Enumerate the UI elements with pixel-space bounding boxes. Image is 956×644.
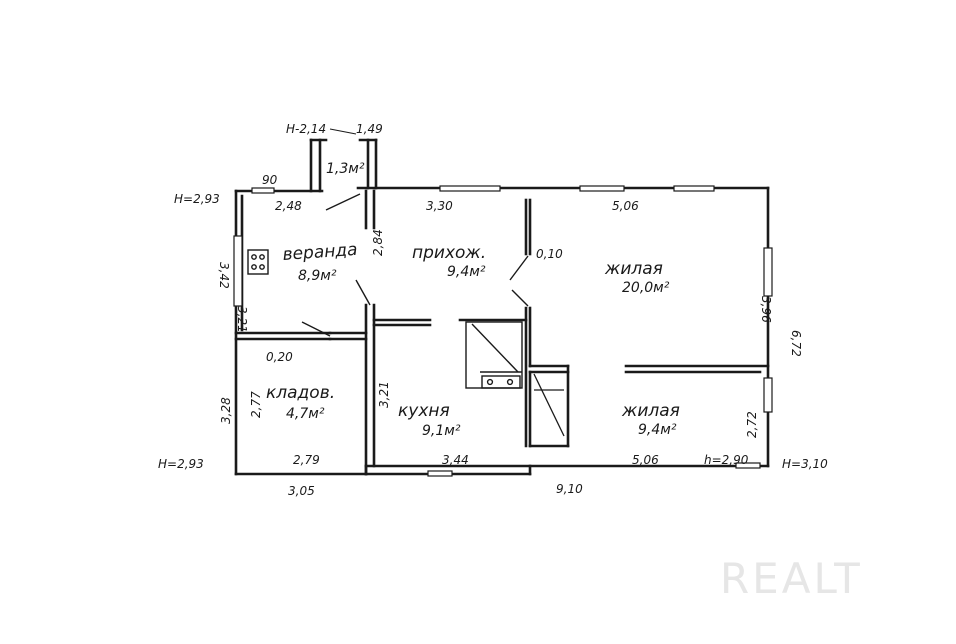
dim-h-inner: h=2,90	[704, 453, 749, 467]
dim-door-left: 90	[262, 173, 278, 187]
dim-porch-width: 1,49	[356, 122, 383, 136]
kitchen-stove-block	[465, 321, 523, 389]
dimension-labels: 1,49 90 2,48 3,42 3,21 3,30 2,84 5,06 0,…	[217, 122, 803, 498]
dim-total-left: 3,05	[288, 484, 315, 498]
height-labels: Н-2,14 Н=2,93 Н=2,93 Н=3,10	[158, 122, 828, 471]
dim-hall-top: 3,30	[426, 199, 453, 213]
dim-storage-height-outer: 3,28	[219, 397, 233, 424]
living-big-name: жилая	[604, 259, 663, 279]
porch-leader	[329, 128, 357, 135]
veranda-area: 8,9м²	[298, 268, 337, 284]
dim-kitchen-height: 3,21	[377, 381, 391, 408]
living-big-area: 20,0м²	[622, 280, 670, 296]
dim-storage-bottom: 2,79	[293, 453, 320, 467]
kitchen-name: кухня	[398, 401, 450, 421]
kitchen-area: 9,1м²	[422, 423, 461, 439]
dim-living-height: 3,96	[759, 296, 773, 323]
dim-living-small-bottom: 5,06	[632, 453, 659, 467]
walls	[234, 138, 770, 476]
living-small-name: жилая	[621, 401, 680, 421]
dim-living-top: 5,06	[612, 199, 639, 213]
windows	[233, 185, 773, 477]
dim-storage-height-inner: 2,77	[249, 391, 263, 418]
dim-veranda-height: 3,42	[217, 262, 231, 289]
living-small-area: 9,4м²	[638, 422, 677, 438]
height-top-left: Н=2,93	[174, 192, 220, 206]
doors	[301, 193, 529, 337]
dim-total-height: 6,72	[789, 330, 803, 357]
hall-area: 9,4м²	[447, 264, 486, 280]
hall-name: прихож.	[412, 243, 486, 263]
veranda-name: веранда	[282, 240, 358, 265]
dim-veranda-height-inner: 3,21	[235, 306, 249, 333]
storage-name: кладов.	[266, 383, 335, 403]
dim-storage-offset: 0,20	[266, 350, 293, 364]
height-bottom-left: Н=2,93	[158, 457, 204, 471]
height-bottom-right: Н=3,10	[782, 457, 828, 471]
storage-area: 4,7м²	[286, 406, 325, 422]
staircase	[533, 373, 565, 437]
watermark-logo: REALT	[720, 554, 863, 603]
dim-kitchen-bottom: 3,44	[442, 453, 469, 467]
dim-total-right: 9,10	[556, 482, 583, 496]
dim-living-small-height: 2,72	[745, 411, 759, 438]
dim-partition: 0,10	[536, 247, 563, 261]
porch-area: 1,3м²	[326, 161, 365, 177]
dim-hall-height: 2,84	[371, 229, 385, 256]
dim-veranda-top: 2,48	[275, 199, 302, 213]
height-porch: Н-2,14	[286, 122, 326, 136]
stove	[247, 249, 269, 275]
